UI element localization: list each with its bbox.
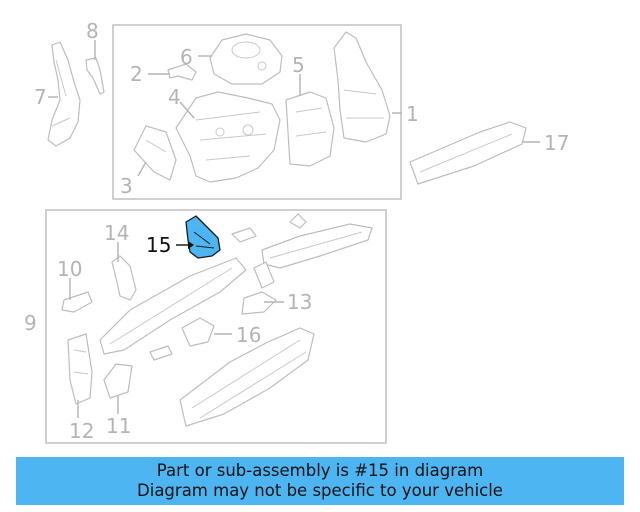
part-bracket-small[interactable] <box>231 227 257 243</box>
part-clip[interactable] <box>289 213 307 229</box>
callout-14: 14 <box>104 221 129 245</box>
upper-group-box <box>112 24 402 200</box>
callout-7: 7 <box>34 85 47 109</box>
part-gusset[interactable] <box>149 345 173 361</box>
part-15-highlighted[interactable] <box>185 215 221 259</box>
part-1[interactable] <box>333 31 391 143</box>
part-13[interactable] <box>241 291 277 315</box>
part-upper-rail[interactable] <box>261 223 373 269</box>
callout-1: 1 <box>406 102 419 126</box>
callout-15: 15 <box>146 233 171 257</box>
callout-16: 16 <box>236 323 261 347</box>
callout-2: 2 <box>130 62 143 86</box>
callout-5: 5 <box>292 53 305 77</box>
callout-8: 8 <box>86 19 99 43</box>
part-mount[interactable] <box>253 261 275 289</box>
part-7[interactable] <box>47 41 81 147</box>
info-banner: Part or sub-assembly is #15 in diagram D… <box>16 457 624 505</box>
part-8[interactable] <box>85 57 105 95</box>
callout-6: 6 <box>180 45 193 69</box>
parts-diagram: 1 2 3 4 5 6 7 8 9 10 11 12 13 14 15 16 1… <box>24 19 569 444</box>
callout-3: 3 <box>120 174 133 198</box>
part-3[interactable] <box>133 125 177 181</box>
callout-10: 10 <box>57 257 82 281</box>
part-17[interactable] <box>409 121 527 185</box>
banner-line-2: Diagram may not be specific to your vehi… <box>137 481 503 500</box>
part-6[interactable] <box>209 33 283 85</box>
callout-12: 12 <box>69 419 94 443</box>
part-16[interactable] <box>181 317 215 347</box>
part-2[interactable] <box>167 63 197 81</box>
part-11[interactable] <box>103 363 133 399</box>
part-14[interactable] <box>111 255 137 301</box>
callout-4: 4 <box>168 85 181 109</box>
callout-13: 13 <box>287 290 312 314</box>
callout-9: 9 <box>24 311 37 335</box>
banner-line-1: Part or sub-assembly is #15 in diagram <box>156 461 484 480</box>
lower-group-box <box>45 209 387 444</box>
part-12[interactable] <box>67 333 93 405</box>
callout-17: 17 <box>544 131 569 155</box>
part-10[interactable] <box>61 291 93 313</box>
callout-11: 11 <box>106 414 131 438</box>
part-5[interactable] <box>285 91 335 167</box>
